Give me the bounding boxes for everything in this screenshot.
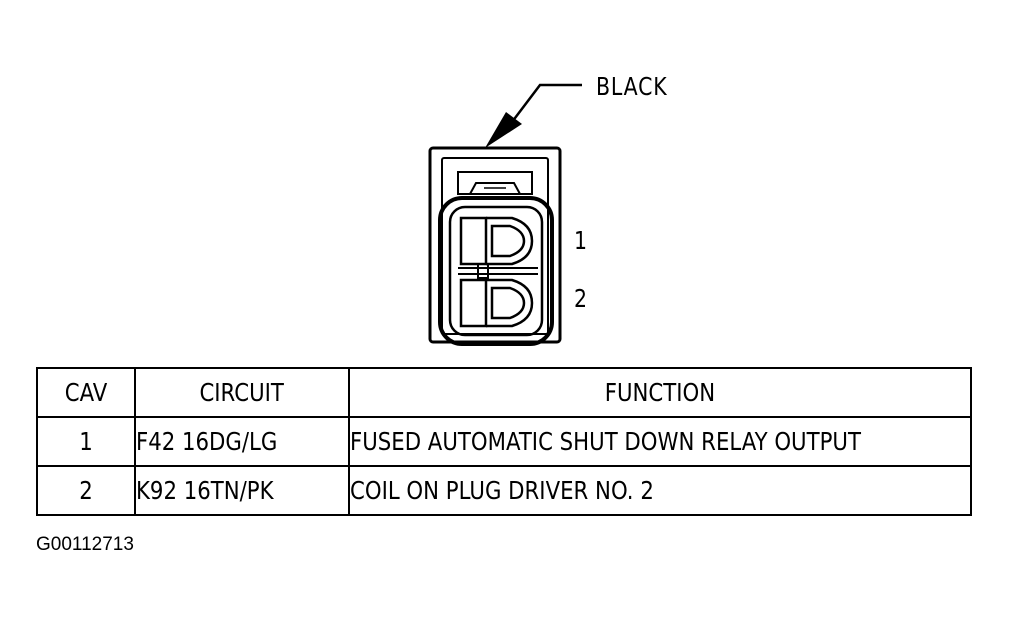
figure-code: G00112713: [36, 534, 134, 555]
cavity-2-terminal: [459, 278, 534, 328]
pinout-table: CAV CIRCUIT FUNCTION 1 F42 16DG/LG FUSED…: [36, 367, 972, 516]
header-function: FUNCTION: [348, 367, 972, 418]
callout-leader: [485, 83, 582, 148]
cavity-1-terminal: [459, 216, 534, 266]
connector-face: [438, 196, 554, 346]
table-row: 2 K92 16TN/PK COIL ON PLUG DRIVER NO. 2: [36, 465, 972, 516]
header-circuit: CIRCUIT: [134, 367, 350, 418]
pin-1-label: 1: [574, 226, 588, 255]
connector-diagram: [428, 83, 582, 346]
connector-color-label: BLACK: [596, 72, 668, 101]
header-cav: CAV: [36, 367, 136, 418]
cell-cav: 2: [36, 465, 136, 516]
cell-circuit: F42 16DG/LG: [134, 416, 350, 467]
pin-2-label: 2: [574, 284, 588, 313]
table-row: 1 F42 16DG/LG FUSED AUTOMATIC SHUT DOWN …: [36, 416, 972, 467]
table-header-row: CAV CIRCUIT FUNCTION: [36, 367, 972, 418]
cell-cav: 1: [36, 416, 136, 467]
cell-function: COIL ON PLUG DRIVER NO. 2: [348, 465, 972, 516]
cell-function: FUSED AUTOMATIC SHUT DOWN RELAY OUTPUT: [348, 416, 972, 467]
cavity-divider: [458, 263, 538, 279]
cell-circuit: K92 16TN/PK: [134, 465, 350, 516]
